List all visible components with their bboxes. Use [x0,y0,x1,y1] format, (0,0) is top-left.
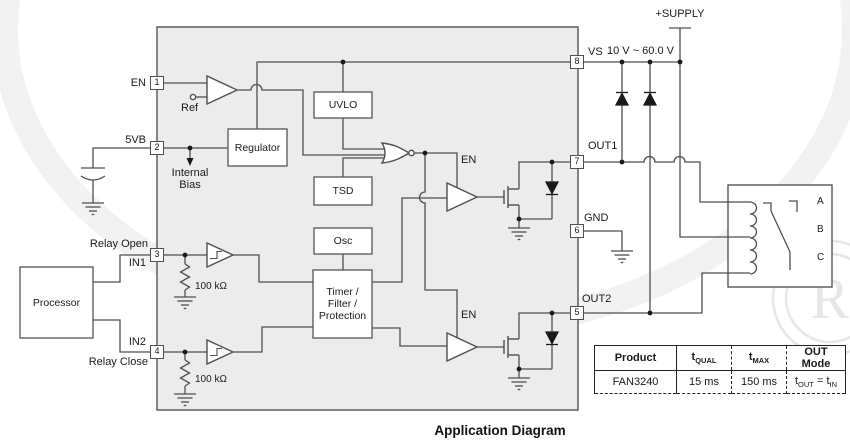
ground-icon [610,250,634,264]
pin1-label: EN [130,77,146,89]
internal-bias-arrow [186,158,194,166]
pin3-signal-label: Relay Open [89,238,148,250]
regulator-label: Regulator [234,141,281,154]
uvlo-block [313,91,373,119]
spec-table: Product tQUAL tMAX OUT Mode FAN3240 15 m… [594,345,846,394]
timer-label: Timer / Filter / Protection [313,270,372,338]
ref-terminal [189,93,197,101]
ref-label: Ref [181,102,199,114]
col-tmax-header: tMAX [731,345,787,371]
pin6-label: GND [584,212,609,224]
pin-7: 7 [570,155,584,169]
diagram-caption: Application Diagram [434,423,566,438]
en-net-label-2: EN [461,309,477,321]
resistor2-value: 100 kΩ [195,374,227,385]
pin7-label: OUT1 [588,140,618,152]
product-cell: FAN3240 [594,370,677,394]
pin-8: 8 [570,55,584,69]
col-tqual-header: tQUAL [676,345,732,371]
junction-dots [182,59,683,372]
uvlo-label: UVLO [328,99,358,111]
pin4-label: IN2 [128,336,146,348]
out-s1: OUT [798,380,814,390]
out-s2: IN [829,380,838,390]
resistor1-value: 100 kΩ [195,281,227,292]
gates [189,74,479,366]
clamp-diode-2 [643,91,657,106]
pin2-label: 5VB [125,134,146,146]
tmax-base: t [748,350,753,363]
col-product-header: Product [594,345,677,371]
timer-line1: Timer / [326,286,359,298]
pin-4: 4 [150,345,164,359]
outmode-cell: tOUT = tIN [787,371,846,394]
pin-6: 6 [570,224,584,238]
pin-1: 1 [150,76,164,90]
relay-contact-c: C [817,252,825,263]
pin4-signal-label: Relay Close [88,356,148,368]
internal-bias-line1: Internal [171,167,209,179]
pin5-label: OUT2 [582,293,612,305]
tmax-sub: MAX [752,356,770,366]
out-eq: = [813,374,827,387]
pin3-label: IN1 [128,257,146,269]
tqual-sub: QUAL [695,356,717,366]
relay-contact-b: B [817,224,824,235]
internal-bias-line2: Bias [179,179,201,191]
clamp-diode-1 [615,91,629,106]
schmitt-trigger-2 [206,338,235,366]
or-gate-bubble [408,149,415,157]
function-blocks [19,91,373,339]
pin-3: 3 [150,248,164,262]
enable-comparator [206,74,239,106]
vs-range-label: 10 V ~ 60.0 V [607,45,674,57]
tqual-base: t [691,350,696,363]
supply-label: +SUPPLY [655,8,705,20]
relay-contact-a: A [817,196,824,207]
osc-label: Osc [333,235,353,247]
timer-block [312,269,373,339]
driver2-buffer [446,331,479,363]
out-t1: t [794,374,799,387]
pin-5: 5 [570,306,584,320]
regulator-block [227,128,288,167]
schmitt-trigger-1 [206,241,235,269]
pin-2: 2 [150,141,164,155]
timer-line3: Protection [318,310,367,322]
tsd-block [313,176,373,206]
processor-label: Processor [32,296,81,309]
internal-bias-label: Internal Bias [163,167,217,191]
osc-block [313,227,373,255]
processor-block [19,266,94,339]
tsd-label: TSD [332,185,354,197]
en-net-label-1: EN [461,154,477,166]
col-outmode-header: OUT Mode [786,345,846,371]
out-t2: t [826,374,830,387]
tmax-cell: 150 ms [731,370,787,394]
driver1-buffer [446,181,479,213]
pin8-label: VS [588,46,603,58]
tqual-cell: 15 ms [676,370,732,394]
or-gate [380,142,411,164]
timer-line2: Filter / [327,298,358,310]
